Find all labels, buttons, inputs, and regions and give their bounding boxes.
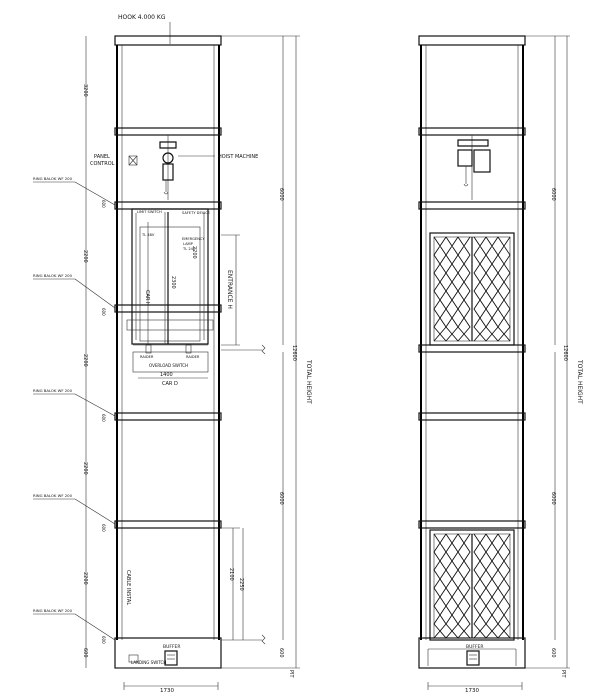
svg-text:600: 600 <box>101 524 106 532</box>
dim-left-2: 2200 <box>82 354 88 367</box>
emergency-label-1: EMERGENCY <box>182 237 205 241</box>
dim-6000-right: 6000 <box>550 188 556 201</box>
dim-1730-left: 1730 <box>160 688 174 694</box>
svg-text:600: 600 <box>101 308 106 316</box>
svg-text:RING BALOK WF 200: RING BALOK WF 200 <box>33 388 73 393</box>
landing-switch-box <box>128 654 139 663</box>
right-elevation: BUFFER 6000 12600 TOTAL HEIGHT 6000 600 … <box>418 35 583 694</box>
buffer <box>164 650 178 666</box>
hoist-machine <box>159 135 177 200</box>
lower-gate <box>429 529 515 641</box>
dim-left-5: 600 <box>82 648 88 658</box>
pit-label-right: PIT <box>560 670 566 678</box>
total-height-label: TOTAL HEIGHT <box>305 359 312 404</box>
dim-2300: 2300 <box>170 276 176 289</box>
raider-label-right: RAIDER <box>186 355 200 359</box>
dim-left-1: 2200 <box>82 250 88 263</box>
dim-2200-inner: 2200 <box>191 246 197 259</box>
car-frame <box>126 208 214 373</box>
safety-device-label: SAFETY DEVICE <box>182 211 211 215</box>
panel-control-box <box>128 155 138 166</box>
svg-text:RING BALOK WF 200: RING BALOK WF 200 <box>33 493 73 498</box>
dim-600-right: 600 <box>278 648 284 658</box>
panel-label-1: PANEL <box>94 154 110 160</box>
cable-label: CABLE INSTAL <box>125 570 131 605</box>
dim-left-0: 3200 <box>82 84 88 97</box>
total-height-label-right: TOTAL HEIGHT <box>576 359 583 404</box>
dim-6000: 6000 <box>278 188 284 201</box>
ring-balok-labels: RING BALOK WF 200 600 RING BALOK WF 200 … <box>33 176 116 644</box>
landing-switch-label: LANDING SWITCH <box>131 660 166 665</box>
overload-label: OVERLOAD SWITCH <box>149 363 188 368</box>
raider-label-left: RAIDER <box>140 355 154 359</box>
car-d-label: CAR D <box>162 381 178 387</box>
dim-6000-lower: 6000 <box>278 492 284 505</box>
svg-text:600: 600 <box>101 200 106 208</box>
dim-6000-lower-right: 6000 <box>550 492 556 505</box>
panel-label-2: CONTROL <box>90 161 115 167</box>
hoist-label: HOIST MACHINE <box>218 154 258 160</box>
buffer-label: BUFFER <box>163 644 181 650</box>
svg-text:600: 600 <box>101 636 106 644</box>
svg-text:RING BALOK WF 200: RING BALOK WF 200 <box>33 273 73 278</box>
dim-1730-right: 1730 <box>465 688 479 694</box>
svg-text:600: 600 <box>101 414 106 422</box>
dim-2100: 2100 <box>228 568 234 581</box>
dim-1400: 1400 <box>160 372 173 378</box>
svg-text:RING BALOK WF 200: RING BALOK WF 200 <box>33 176 73 181</box>
emergency-label-3: TL 24V <box>182 247 196 251</box>
dim-left-4: 2200 <box>82 572 88 585</box>
entrance-label: ENTRANCE H <box>226 270 233 309</box>
hoist-machine-right <box>457 135 491 200</box>
dim-left-3: 2200 <box>82 462 88 475</box>
dim-2250: 2250 <box>238 578 244 591</box>
emergency-label-2: LAMP <box>183 242 194 246</box>
pit-label-left: PIT <box>288 670 294 678</box>
car-h-label: CAR H <box>144 290 150 306</box>
upper-gate <box>429 232 515 346</box>
buffer-label-right: BUFFER <box>466 644 484 650</box>
dim-12600: 12600 <box>291 345 297 361</box>
top-beam <box>114 35 222 46</box>
left-elevation: HOOK 4.000 KG BUFFER LANDING SWITCH <box>33 14 312 694</box>
hook-label: HOOK 4.000 KG <box>118 14 166 21</box>
limit-switch-label: LIMIT SWITCH <box>137 210 162 214</box>
dim-600-right2: 600 <box>550 648 556 658</box>
svg-text:RING BALOK WF 200: RING BALOK WF 200 <box>33 608 73 613</box>
dim-12600-right: 12600 <box>562 345 568 361</box>
